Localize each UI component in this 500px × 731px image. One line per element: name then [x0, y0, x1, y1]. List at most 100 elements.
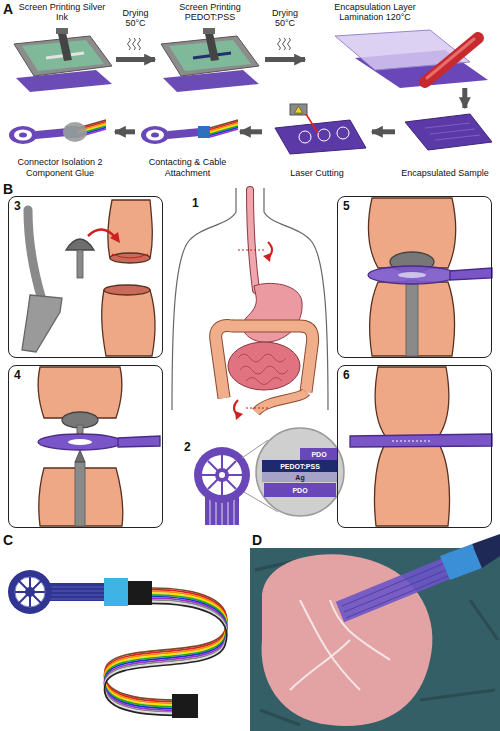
anastomosis-step [66, 239, 94, 250]
resection-marker [234, 242, 272, 420]
heat-waves [283, 38, 286, 50]
layer-label: Ag [295, 474, 304, 481]
process-arrow [115, 129, 135, 134]
screen-printer [16, 70, 112, 92]
digestive-tract [216, 326, 313, 398]
process-step: Contacting & Cable Attachment [135, 108, 240, 178]
digestive-tract [238, 354, 288, 385]
electrode-photo [105, 603, 227, 715]
electrode-drawing [256, 428, 344, 516]
electrode-photo [0, 548, 246, 731]
layer-label: PDO [292, 487, 307, 494]
resection-marker [263, 253, 271, 262]
anastomosis-step [406, 280, 418, 356]
material-layer: PDO [264, 483, 336, 497]
laser-cutter [337, 127, 349, 139]
callout-number: 3 [14, 199, 21, 213]
edge-label: Drying 50°C [116, 8, 156, 29]
anastomosis-step [350, 367, 492, 526]
screen-printer [14, 28, 112, 92]
intraoperative-photo [290, 600, 390, 690]
cable-electrode [198, 126, 210, 138]
screen-printer [205, 33, 219, 61]
intraoperative-photo [340, 565, 455, 612]
digestive-tract [256, 392, 306, 412]
anastomosis-step [22, 200, 155, 356]
cable-electrode [151, 133, 159, 138]
digestive-tract [250, 190, 256, 290]
intraoperative-photo [250, 534, 500, 731]
laminator [427, 39, 474, 78]
panel-label: B [3, 181, 13, 197]
electrode-drawing [202, 455, 242, 495]
laser-cutter [306, 114, 318, 133]
isolated-electrode [9, 126, 37, 144]
electrode-photo [50, 587, 108, 599]
electrode-photo [0, 548, 246, 731]
step-panel: 4 [8, 365, 163, 528]
step-caption: Screen Printing Silver Ink [12, 2, 112, 23]
electrode-drawing [219, 472, 225, 478]
process-step: Screen Printing PEDOT:PSS [155, 2, 265, 88]
anastomosis-step [108, 200, 152, 258]
cable-electrode [210, 129, 238, 137]
callout-number: 1 [192, 196, 199, 210]
process-arrow [265, 57, 305, 62]
step-panel: 5 [337, 196, 492, 358]
step-caption: Screen Printing PEDOT:PSS [159, 2, 261, 23]
cable-electrode [146, 130, 164, 141]
intraoperative-photo [472, 534, 500, 568]
screen-printer [56, 28, 68, 34]
laser-cutter [275, 120, 366, 154]
digestive-tract [250, 190, 256, 290]
process-step: Connector Isolation 2 Component Glue [5, 108, 115, 178]
screen-printer [203, 28, 215, 34]
cable-electrode [210, 128, 238, 136]
callout-number: 5 [343, 199, 350, 213]
anastomosis-step [102, 290, 155, 356]
anastomosis-step [22, 295, 62, 352]
process-arrow [372, 129, 395, 134]
step-caption: Encapsulation Layer Lamination 120°C [315, 2, 435, 23]
anastomosis-step [75, 450, 85, 462]
anastomosis-step [104, 285, 150, 295]
anastomosis-step [28, 210, 42, 300]
anastomosis-step [75, 462, 85, 526]
anastomosis-step [112, 254, 148, 258]
layer-label: PDO [311, 451, 326, 458]
process-arrow [462, 88, 467, 108]
electrode-drawing [215, 468, 229, 482]
material-layer: PEDOT:PSS [262, 460, 338, 472]
anastomosis-step [392, 441, 432, 442]
process-step: Screen Printing Silver Ink [8, 2, 116, 88]
anastomosis-step [368, 266, 456, 284]
cable-electrode [141, 126, 169, 144]
step-caption: Contacting & Cable Attachment [137, 157, 238, 178]
material-layer: PDO [300, 448, 338, 460]
electrode-photo [15, 577, 45, 607]
process-arrow [240, 129, 262, 134]
laminator [335, 30, 488, 88]
intraoperative-photo [250, 548, 500, 731]
resection-marker [235, 411, 243, 420]
anastomosis-step [368, 198, 492, 356]
isolated-electrode [19, 133, 27, 138]
isolated-electrode [14, 130, 32, 141]
cable-electrode [168, 128, 200, 139]
step-panel: 3 [8, 196, 163, 358]
electrode-photo [105, 588, 227, 715]
anastomosis-step [38, 367, 122, 418]
electrode-drawing [194, 447, 250, 503]
electrode-photo [172, 694, 198, 718]
encapsulated-sheet [405, 114, 492, 150]
isolated-electrode [9, 120, 106, 144]
panel-label: A [3, 1, 13, 17]
process-step: Encapsulated Sample [395, 108, 495, 178]
laminator [425, 38, 478, 82]
electrode-photo [48, 583, 110, 601]
layer-label: PEDOT:PSS [280, 463, 320, 470]
anastomosis-step [77, 250, 83, 278]
digestive-tract [256, 392, 306, 412]
panel-label: C [3, 532, 13, 548]
